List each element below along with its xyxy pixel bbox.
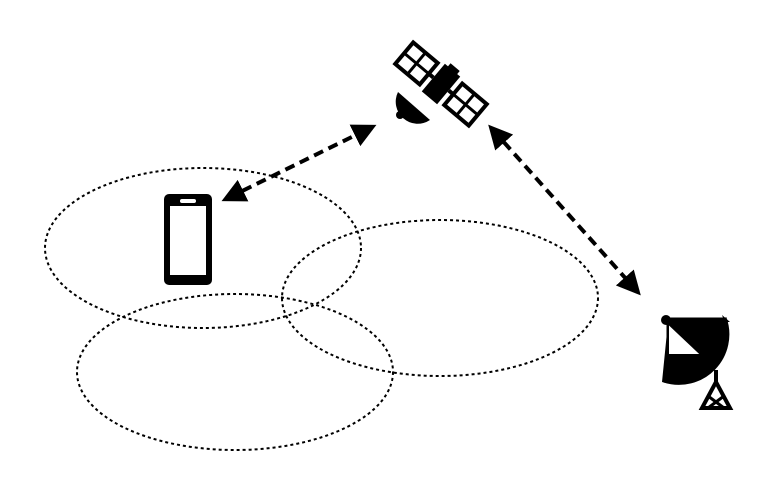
coverage-area-2 xyxy=(281,219,599,377)
satellite-dish-icon xyxy=(661,315,734,410)
smartphone-icon xyxy=(164,194,212,285)
link-satellite-ground-station xyxy=(488,124,641,296)
coverage-area-1 xyxy=(44,167,362,329)
satellite-icon xyxy=(392,39,490,129)
coverage-area-3 xyxy=(76,293,394,451)
link-phone-satellite xyxy=(221,124,377,202)
